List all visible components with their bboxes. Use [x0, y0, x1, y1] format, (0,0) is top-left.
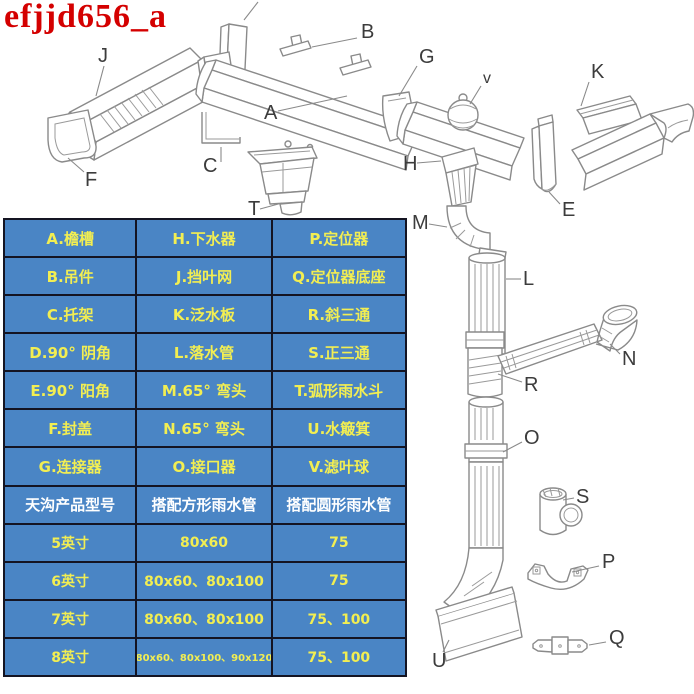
label-leader-J	[95, 65, 105, 97]
leaf-guard-mesh	[99, 86, 164, 133]
part-label-E: E	[562, 199, 575, 221]
part-label-J: J	[98, 45, 108, 67]
part-label-S: S	[576, 486, 589, 508]
part-label-P: P	[602, 551, 615, 573]
label-leader-P	[571, 565, 600, 573]
parts-table-cell: M.65° 弯头	[137, 372, 271, 409]
size-table-cell: 80x60、80x100、90x120	[137, 638, 271, 675]
label-leader-O	[502, 441, 523, 453]
label-leader-F	[67, 157, 85, 173]
part-slant-tee	[465, 304, 638, 398]
part-label-A: A	[264, 102, 278, 124]
size-table-cell: 80x60、80x100	[137, 600, 271, 637]
part-label-B: B	[361, 21, 374, 43]
part-end-cap	[47, 109, 97, 163]
size-table-cell: 75、100	[272, 600, 405, 637]
part-pipe-joint	[464, 396, 508, 549]
size-table-header-cell: 天沟产品型号	[5, 486, 136, 523]
size-table-cell: 75	[272, 562, 405, 599]
size-table-cell: 7英寸	[5, 600, 136, 637]
page-title: efjjd656_a	[4, 0, 167, 35]
size-table-cell: 6英寸	[5, 562, 136, 599]
part-flashing-board	[576, 95, 643, 135]
parts-table-cell: E.90° 阳角	[5, 372, 136, 409]
label-leader-U	[442, 639, 450, 653]
label-leader-K	[580, 81, 590, 107]
part-label-M: M	[412, 212, 429, 234]
label-leader-v	[469, 85, 482, 105]
parts-table-cell: L.落水管	[137, 334, 271, 371]
part-label-G: G	[419, 46, 435, 68]
parts-table-cell: S.正三通	[272, 334, 405, 371]
label-leader-S	[562, 497, 575, 501]
label-leader-M	[428, 223, 448, 228]
part-label-K: K	[591, 61, 605, 83]
part-gutter-with-outlet	[396, 93, 525, 207]
part-hanger-bracket	[279, 34, 372, 76]
part-label-H: H	[403, 153, 417, 175]
size-table-header-cell: 搭配圆形雨水管	[272, 486, 405, 523]
label-leader-E	[548, 191, 561, 205]
parts-table-cell: C.托架	[5, 296, 136, 333]
part-downspout-pipe	[468, 252, 506, 355]
diagram-labels: J B Gv K A C F T H E M L N R O S P Q U	[67, 21, 636, 672]
parts-table-cell: G.连接器	[5, 448, 136, 485]
part-label-C: C	[203, 155, 217, 177]
part-support-bracket	[201, 112, 241, 144]
label-leader-Q	[588, 641, 607, 646]
part-leaf-filter-ball	[447, 93, 479, 131]
parts-table-cell: P.定位器	[272, 220, 405, 257]
part-water-deflector	[435, 586, 523, 662]
part-downspout-outlet	[441, 147, 479, 207]
part-outside-corner	[531, 114, 557, 193]
size-table-cell: 80x60、80x100	[137, 562, 271, 599]
size-table-header-cell: 搭配方形雨水管	[137, 486, 271, 523]
part-locator-base	[532, 636, 588, 655]
parts-table-cell: Q.定位器底座	[272, 258, 405, 295]
part-label-L: L	[523, 268, 534, 290]
size-table-cell: 75、100	[272, 638, 405, 675]
parts-table-cell: R.斜三通	[272, 296, 405, 333]
parts-table-cell: N.65° 弯头	[137, 410, 271, 447]
part-label-T: T	[248, 198, 260, 220]
label-leader-H	[416, 160, 442, 164]
parts-table-cell: H.下水器	[137, 220, 271, 257]
part-elbow-65-n	[595, 304, 638, 352]
part-label-R: R	[524, 374, 538, 396]
parts-table-cell: F.封盖	[5, 410, 136, 447]
part-locator-bracket	[527, 563, 589, 591]
size-table-cell: 8英寸	[5, 638, 136, 675]
part-label-N: N	[622, 348, 636, 370]
label-leader-G	[398, 65, 418, 97]
label-leader-A	[277, 95, 348, 112]
label-leader-R	[497, 373, 523, 383]
part-main-gutter	[195, 34, 421, 171]
parts-table-cell: O.接口器	[137, 448, 271, 485]
label-leader-N	[609, 343, 621, 355]
parts-table-cell: B.吊件	[5, 258, 136, 295]
part-straight-tee	[539, 487, 583, 536]
parts-table-cell: V.滤叶球	[272, 448, 405, 485]
parts-table-cell: T.弧形雨水斗	[272, 372, 405, 409]
part-label-Q: Q	[609, 627, 625, 649]
label-leader-B	[311, 37, 358, 48]
size-table-cell: 5英寸	[5, 524, 136, 561]
size-table-cell: 75	[272, 524, 405, 561]
parts-table-cell: U.水簸箕	[272, 410, 405, 447]
parts-table-cell: K.泛水板	[137, 296, 271, 333]
part-label-F: F	[85, 169, 97, 191]
part-rain-hopper	[247, 140, 318, 216]
part-label-v: v	[483, 70, 491, 87]
parts-table-cell: A.檐槽	[5, 220, 136, 257]
size-table-cell: 80x60	[137, 524, 271, 561]
parts-table-cell: D.90° 阴角	[5, 334, 136, 371]
part-label-U: U	[432, 650, 446, 672]
parts-table-cell: J.挡叶网	[137, 258, 271, 295]
part-label-O: O	[524, 427, 540, 449]
label-leader-T	[259, 202, 283, 210]
part-right-gutter	[571, 103, 694, 191]
